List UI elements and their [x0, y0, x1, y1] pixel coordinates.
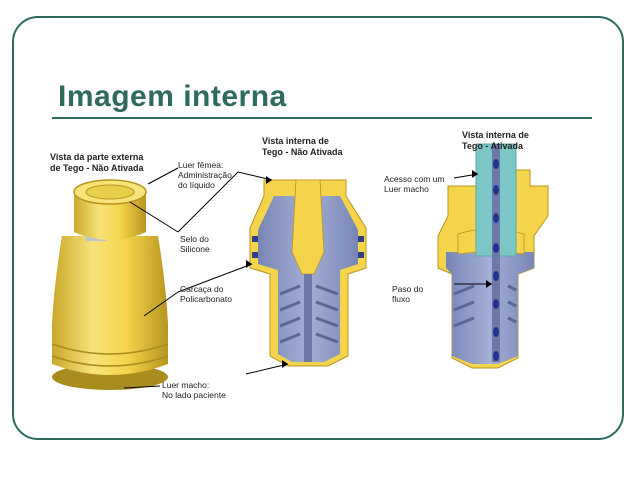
label-selo-silicone: Selo do Silicone	[180, 234, 210, 254]
leader-selo	[129, 201, 179, 233]
leader-carcaca-section	[177, 263, 253, 293]
leader-selo-section	[177, 171, 273, 233]
leader-luer-macho-section	[245, 363, 289, 375]
label-paso-fluxo: Paso do fluxo	[392, 284, 424, 304]
connector-base	[52, 324, 168, 375]
internal-ribs	[279, 284, 339, 344]
activated-ribs	[453, 284, 517, 328]
caption-internal-not-activated: Vista interna de Tego - Não Ativada	[262, 136, 343, 157]
activated-body-section	[446, 252, 534, 364]
slide-title: Imagem interna	[58, 80, 287, 113]
flow-markers	[493, 159, 499, 361]
leader-carcaca	[143, 291, 179, 317]
label-acesso-luer-macho: Acesso com um Luer macho	[384, 174, 445, 194]
leader-arrowheads	[246, 170, 492, 368]
connector-ring-line	[51, 355, 169, 367]
caption-external-view: Vista da parte externa de Tego - Não Ati…	[50, 152, 144, 173]
title-underline	[52, 117, 592, 119]
leader-luer-macho	[123, 385, 161, 389]
leader-luer-femea	[147, 167, 179, 185]
label-luer-femea: Luer fêmea: Administração do líquido	[178, 160, 232, 190]
connector-body	[52, 236, 168, 324]
silicone-seal-disc	[85, 184, 135, 200]
tego-connector-figure: Vista da parte externa de Tego - Não Ati…	[48, 124, 555, 416]
connector-neck	[74, 192, 146, 240]
caption-internal-activated: Vista interna de Tego - Ativada	[462, 130, 529, 151]
label-luer-macho-paciente: Luer macho: No lado paciente	[162, 380, 226, 400]
side-teeth	[252, 236, 364, 258]
connector-drawings	[51, 143, 549, 390]
activated-section-drawing	[437, 143, 549, 369]
external-connector-drawing	[51, 179, 169, 390]
label-carcaca-policarbonato: Carcaça do Policarbonato	[180, 284, 232, 304]
connector-ring-line	[51, 343, 169, 355]
silicone-seal-section	[291, 179, 325, 275]
center-post-section	[304, 274, 312, 362]
internal-section-drawing	[249, 179, 367, 367]
